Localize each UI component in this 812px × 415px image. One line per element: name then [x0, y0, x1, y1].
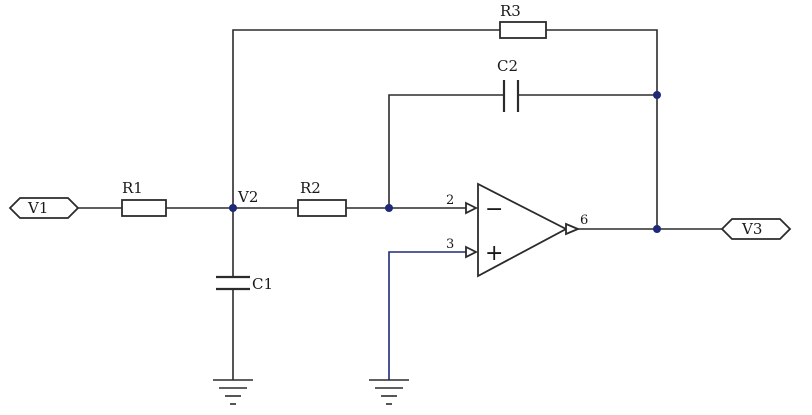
resistor-r2 — [297, 199, 347, 217]
junction-c2-right — [653, 91, 661, 99]
port-v1 — [8, 197, 80, 219]
port-v3-label: V3 — [741, 220, 762, 238]
pin-2-arrow — [465, 201, 479, 215]
pin-6-arrow — [565, 222, 581, 236]
wire-r3-left — [232, 29, 500, 208]
wire-c2-left — [388, 94, 504, 208]
pin-3-label: 3 — [446, 237, 454, 252]
pin-3-arrow — [465, 245, 479, 259]
wire-pin3-ground — [388, 251, 468, 380]
opamp-inverting-sign: − — [485, 197, 503, 222]
opamp-triangle — [477, 182, 568, 278]
resistor-r3 — [499, 21, 547, 39]
pin-6-label: 6 — [580, 213, 588, 228]
pin-2-label: 2 — [446, 193, 454, 208]
label-r2: R2 — [300, 179, 321, 197]
junction-inverting — [385, 204, 393, 212]
label-c1: C1 — [252, 275, 273, 293]
wire-r3-right — [546, 29, 658, 229]
label-c2: C2 — [497, 57, 518, 75]
port-v1-label: V1 — [27, 199, 48, 217]
port-v3 — [720, 218, 792, 240]
label-v2: V2 — [237, 188, 258, 206]
label-r3: R3 — [500, 2, 521, 20]
junction-output — [653, 225, 661, 233]
label-r1: R1 — [122, 179, 143, 197]
ground-opamp — [369, 379, 409, 405]
opamp-noninverting-sign: + — [485, 241, 503, 266]
resistor-r1 — [121, 199, 167, 217]
junction-v2 — [229, 204, 237, 212]
ground-c1 — [213, 379, 253, 405]
